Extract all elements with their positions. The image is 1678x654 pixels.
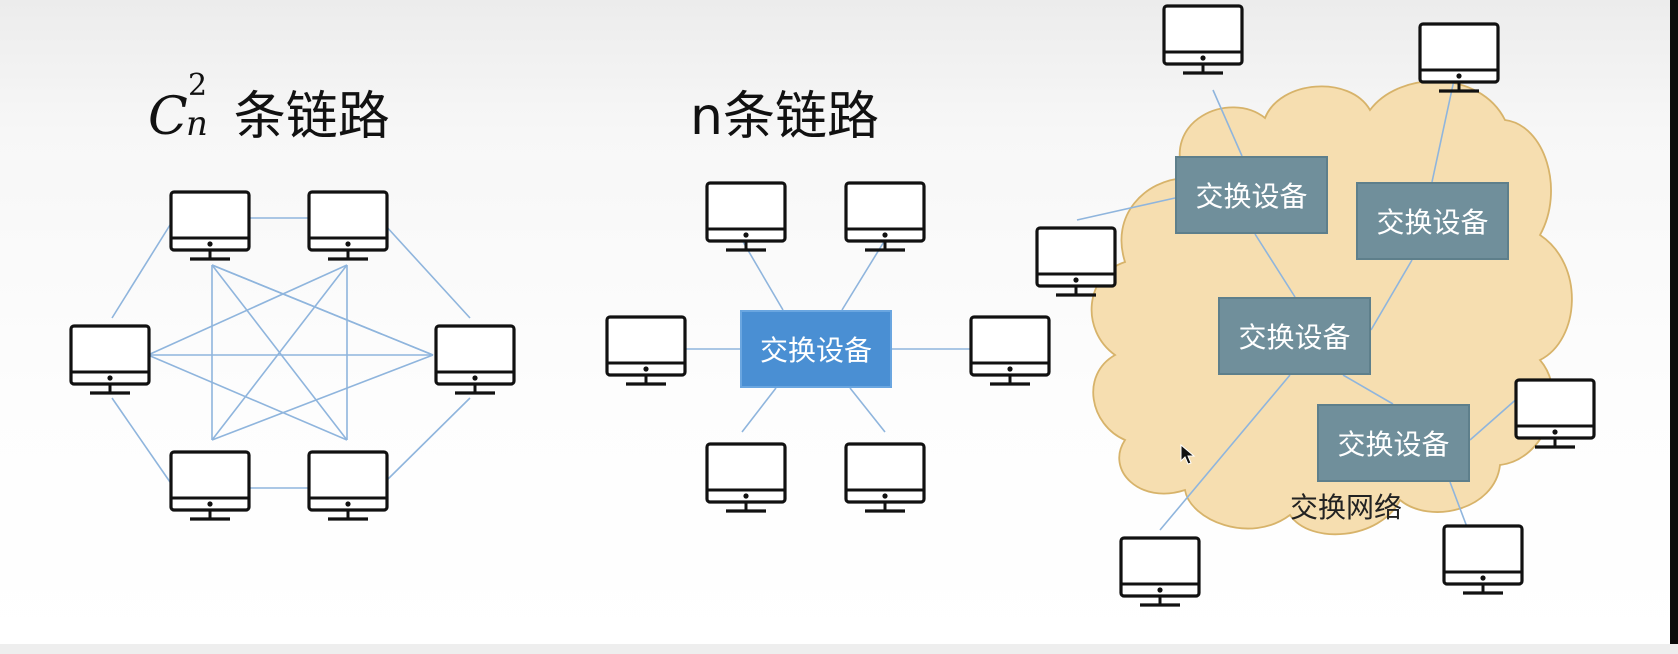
monitor-power-dot <box>743 493 749 499</box>
monitor-power-dot <box>882 493 888 499</box>
switching-network-label: 交换网络 <box>1290 491 1403 524</box>
computer-monitor-icon <box>1442 524 1524 595</box>
link-line <box>1431 79 1455 183</box>
monitor-frame <box>169 450 251 512</box>
monitor-frame <box>1119 536 1201 598</box>
star-switch-device: 交换设备 <box>740 310 892 388</box>
monitor-frame <box>1442 524 1524 586</box>
mesh-title-math: C <box>148 87 188 147</box>
monitor-frame <box>434 324 516 386</box>
link-line <box>1469 395 1521 441</box>
window-edge <box>1670 0 1678 654</box>
monitor-power-dot <box>643 366 649 372</box>
link-line <box>1370 259 1413 331</box>
monitor-frame <box>307 190 389 252</box>
monitor-power-dot <box>1200 55 1206 61</box>
monitor-frame <box>69 324 151 386</box>
monitor-frame <box>705 442 787 504</box>
computer-monitor-icon <box>844 181 926 252</box>
computer-monitor-icon <box>169 190 251 261</box>
monitor-power-dot <box>1456 73 1462 79</box>
link-line <box>1342 374 1394 405</box>
monitor-frame <box>969 315 1051 377</box>
computer-monitor-icon <box>1514 378 1596 449</box>
computer-monitor-icon <box>307 450 389 521</box>
link-line <box>1254 233 1296 298</box>
link-line <box>841 239 886 311</box>
computer-monitor-icon <box>1418 22 1500 93</box>
computer-monitor-icon <box>969 315 1051 386</box>
monitor-power-dot <box>207 501 213 507</box>
computer-monitor-icon <box>705 442 787 513</box>
link-line <box>211 264 348 441</box>
computer-monitor-icon <box>169 450 251 521</box>
monitor-power-dot <box>345 501 351 507</box>
computer-monitor-icon <box>705 181 787 252</box>
monitor-power-dot <box>345 241 351 247</box>
monitor-frame <box>1514 378 1596 440</box>
computer-monitor-icon <box>1119 536 1201 607</box>
monitor-frame <box>605 315 687 377</box>
monitor-power-dot <box>1157 587 1163 593</box>
link-line <box>211 354 434 441</box>
monitor-power-dot <box>743 232 749 238</box>
computer-monitor-icon <box>1162 4 1244 75</box>
monitor-frame <box>705 181 787 243</box>
link-line <box>384 224 471 319</box>
computer-monitor-icon <box>605 315 687 386</box>
monitor-power-dot <box>1480 575 1486 581</box>
monitor-frame <box>1035 226 1117 288</box>
link-line <box>211 264 434 356</box>
monitor-power-dot <box>1552 429 1558 435</box>
link-line <box>1076 197 1176 221</box>
star-title: n条链路 <box>690 87 879 147</box>
monitor-power-dot <box>1073 277 1079 283</box>
mesh-title-text: 条链路 <box>233 87 390 147</box>
link-line <box>384 397 471 483</box>
computer-monitor-icon <box>434 324 516 395</box>
monitor-frame <box>1162 4 1244 66</box>
monitor-frame <box>1418 22 1500 84</box>
link-line <box>849 387 886 433</box>
monitor-power-dot <box>207 241 213 247</box>
link-line <box>1212 89 1243 157</box>
monitor-frame <box>844 181 926 243</box>
link-line <box>147 354 348 441</box>
link-line <box>1159 374 1291 531</box>
cloud-switch-device: 交换设备 <box>1218 297 1371 375</box>
cloud-switch-device: 交换设备 <box>1175 156 1328 234</box>
monitor-frame <box>307 450 389 512</box>
cloud-switch-device: 交换设备 <box>1356 182 1509 260</box>
computer-monitor-icon <box>1035 226 1117 297</box>
monitor-power-dot <box>1007 366 1013 372</box>
monitor-frame <box>844 442 926 504</box>
mesh-title: C 条链路 2 n <box>148 68 390 149</box>
link-line <box>741 387 777 433</box>
monitor-power-dot <box>472 375 478 381</box>
monitor-frame <box>169 190 251 252</box>
monitor-power-dot <box>882 232 888 238</box>
mesh-title-superscript: 2 <box>188 68 208 103</box>
computer-monitor-icon <box>844 442 926 513</box>
computer-monitor-icon <box>69 324 151 395</box>
mesh-title-subscript: n <box>186 104 208 144</box>
link-line <box>147 264 348 356</box>
link-line <box>111 397 171 483</box>
computer-monitor-icon <box>307 190 389 261</box>
window-bottom-strip <box>0 644 1678 654</box>
link-line <box>111 224 171 319</box>
monitor-power-dot <box>107 375 113 381</box>
cloud-switch-device: 交换设备 <box>1317 404 1470 482</box>
mouse-cursor-icon <box>1180 444 1196 465</box>
link-line <box>741 239 784 311</box>
